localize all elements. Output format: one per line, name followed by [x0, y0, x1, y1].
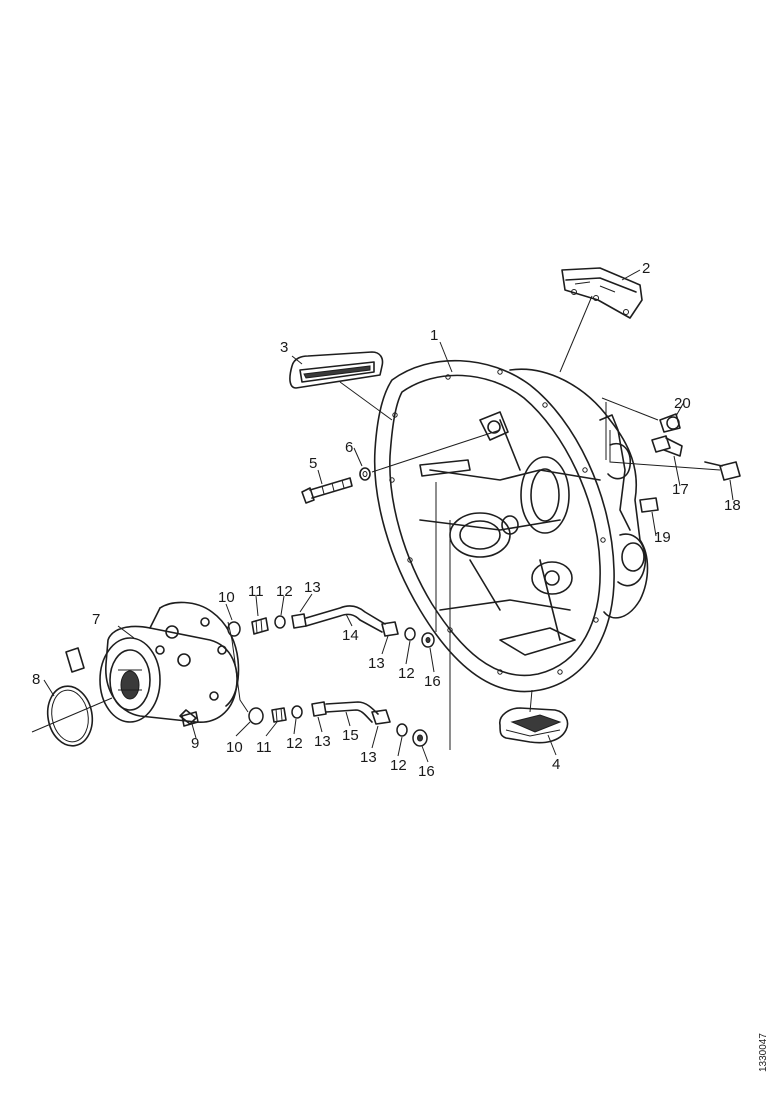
callout-13-upper: 13 [304, 579, 321, 596]
top-cover [561, 267, 643, 319]
callout-4: 4 [552, 756, 560, 773]
screw-9 [181, 711, 199, 727]
callout-14: 14 [342, 627, 359, 644]
callout-19: 19 [654, 529, 671, 546]
callout-16-lower: 16 [418, 763, 435, 780]
callout-10-lower: 10 [226, 739, 243, 756]
inspection-cover [289, 351, 384, 389]
leader-lines [31, 269, 734, 763]
callout-20: 20 [674, 395, 691, 412]
flywheel-housing [373, 359, 649, 693]
callout-labels: 1 2 3 4 5 6 7 8 9 10 10 11 11 12 12 12 1… [32, 260, 741, 780]
bolt-and-washer [301, 467, 371, 504]
callout-13-lower: 13 [314, 733, 331, 750]
flange-bolt-holes [389, 369, 606, 675]
callout-12-lower-right: 12 [390, 757, 407, 774]
callout-17: 17 [672, 481, 689, 498]
callout-12-upper: 12 [276, 583, 293, 600]
callout-11-upper: 11 [248, 583, 264, 600]
callout-18: 18 [724, 497, 741, 514]
pto-housing [99, 601, 240, 725]
callout-16-upper: 16 [424, 673, 441, 690]
callout-11-lower: 11 [256, 739, 272, 756]
callout-3: 3 [280, 339, 288, 356]
callout-1: 1 [430, 327, 438, 344]
callout-13-upper-right: 13 [368, 655, 385, 672]
callout-12-lower: 12 [286, 735, 303, 752]
callout-2: 2 [642, 260, 650, 277]
callout-10-upper: 10 [218, 589, 235, 606]
callout-15: 15 [342, 727, 359, 744]
bottom-cover [499, 707, 569, 744]
upper-oil-line-assembly [227, 605, 435, 648]
drawing-reference-number: 1330047 [758, 1033, 769, 1072]
screws [181, 413, 741, 727]
callout-8: 8 [32, 671, 40, 688]
callout-12-upper-right: 12 [398, 665, 415, 682]
callout-7: 7 [92, 611, 100, 628]
callout-5: 5 [309, 455, 317, 472]
callout-13-lower-right: 13 [360, 749, 377, 766]
lower-oil-line-assembly [248, 701, 428, 747]
o-ring [46, 647, 94, 747]
callout-9: 9 [191, 735, 199, 752]
callout-6: 6 [345, 439, 353, 456]
